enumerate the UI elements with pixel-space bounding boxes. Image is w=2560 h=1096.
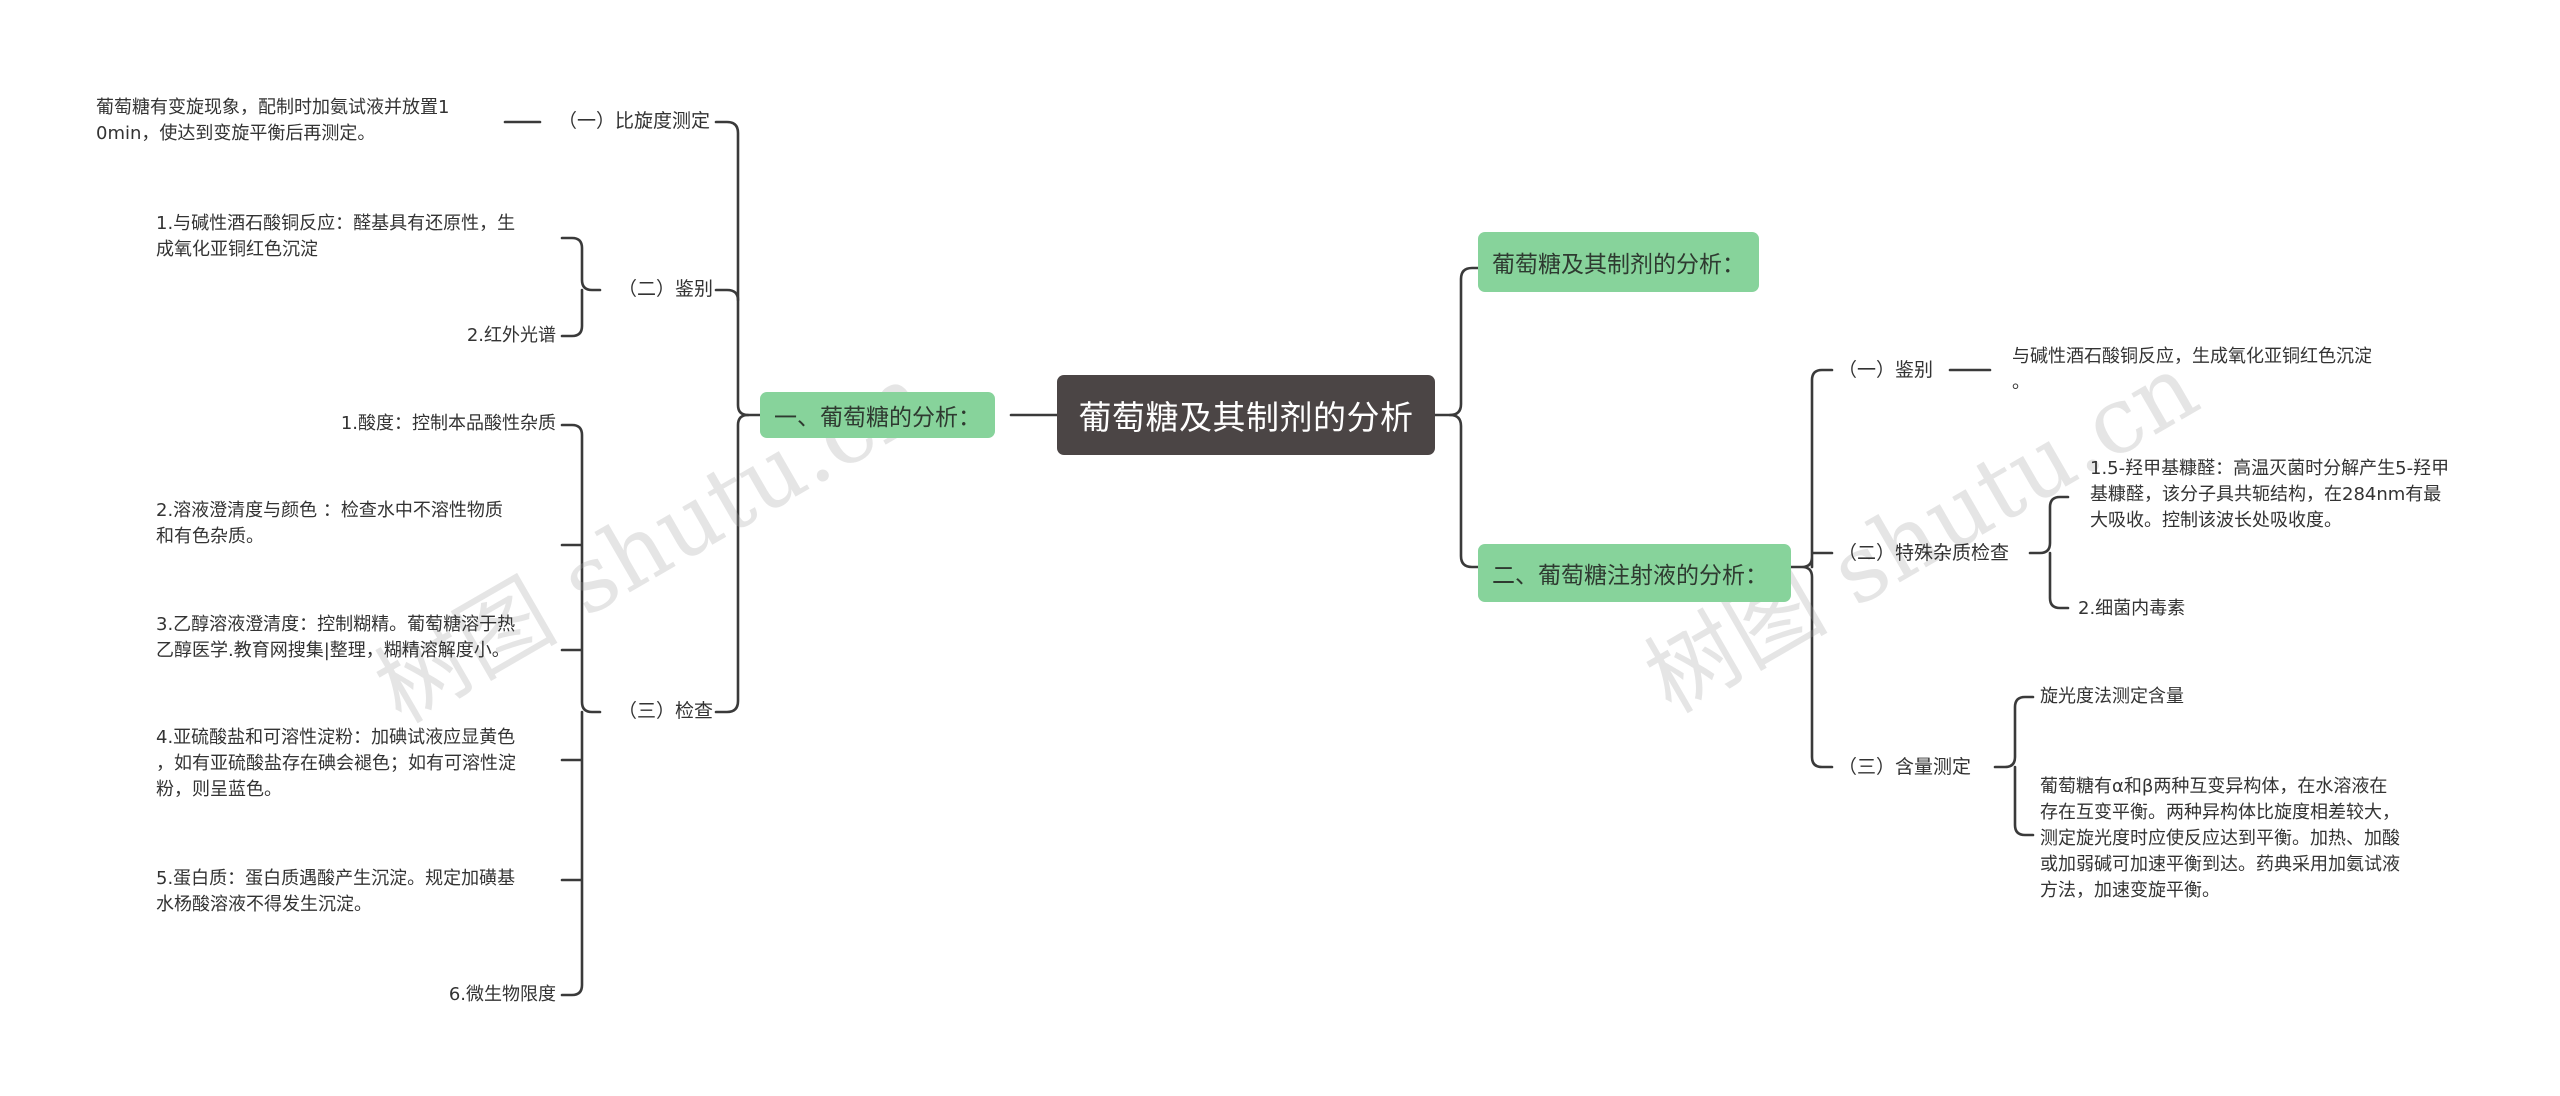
right-leaf-mutarotation: 葡萄糖有α和β两种互变异构体，在水溶液在 存在互变平衡。两种异构体比旋度相差较大…	[2040, 774, 2480, 904]
right-top-node[interactable]: 葡萄糖及其制剂的分析：	[1478, 232, 1759, 292]
left-leaf-clarity: 2.溶液澄清度与颜色 ：检查水中不溶性物质 和有色杂质。	[156, 498, 556, 550]
leaf-line: 4.亚硫酸盐和可溶性淀粉：加碘试液应显黄色	[156, 727, 516, 748]
leaf-line: 与碱性酒石酸铜反应，生成氧化亚铜红色沉淀	[2012, 346, 2372, 367]
leaf-line: 0min，使达到变旋平衡后再测定。	[96, 123, 376, 144]
right-leaf-copper: 与碱性酒石酸铜反应，生成氧化亚铜红色沉淀 。	[2012, 344, 2452, 396]
connector-right-s2	[2028, 495, 2070, 610]
right-sub-assay[interactable]: （三）含量测定	[1838, 756, 1972, 778]
left-sub-check[interactable]: （三）检查	[618, 700, 714, 722]
right-sub-identify[interactable]: （一）鉴别	[1838, 359, 1934, 381]
leaf-line: 5.蛋白质：蛋白质遇酸产生沉淀。规定加磺基	[156, 868, 516, 889]
root-node[interactable]: 葡萄糖及其制剂的分析	[1057, 375, 1435, 455]
leaf-line: 或加弱碱可加速平衡到达。药典采用加氨试液	[2040, 854, 2400, 875]
leaf-line: 1.5-羟甲基糠醛：高温灭菌时分解产生5-羟甲	[2090, 458, 2450, 479]
connector-left-trunk-bot	[714, 413, 750, 714]
leaf-line: 葡萄糖有α和β两种互变异构体，在水溶液在	[2040, 776, 2388, 797]
left-leaf-microbe: 6.微生物限度	[448, 984, 556, 1005]
leaf-line: 水杨酸溶液不得发生沉淀。	[156, 894, 372, 915]
connector-left-s3	[560, 423, 602, 997]
left-leaf-protein: 5.蛋白质：蛋白质遇酸产生沉淀。规定加磺基 水杨酸溶液不得发生沉淀。	[156, 866, 556, 918]
leaf-line: 葡萄糖有变旋现象，配制时加氨试液并放置1	[96, 97, 450, 118]
right-leaf-endotoxin: 2.细菌内毒素	[2078, 598, 2186, 619]
connector-root-right	[1433, 266, 1480, 417]
leaf-line: 测定旋光度时应使反应达到平衡。加热、加酸	[2040, 828, 2400, 849]
leaf-line: 基糠醛，该分子具共轭结构，在284nm有最	[2090, 484, 2442, 505]
connector-right-trunk	[1789, 368, 1834, 769]
right-leaf-hmf: 1.5-羟甲基糠醛：高温灭菌时分解产生5-羟甲 基糠醛，该分子具共轭结构，在28…	[2090, 456, 2530, 534]
leaf-line: 。	[2012, 372, 2030, 393]
leaf-line: 粉，则呈蓝色。	[156, 779, 282, 800]
left-leaf-sulfite: 4.亚硫酸盐和可溶性淀粉：加碘试液应显黄色 ，如有亚硫酸盐存在碘会褪色；如有可溶…	[156, 725, 556, 803]
left-leaf-acidity: 1.酸度：控制本品酸性杂质	[340, 413, 556, 434]
left-sub-identify[interactable]: （二）鉴别	[618, 278, 714, 300]
leaf-line: ，如有亚硫酸盐存在碘会褪色；如有可溶性淀	[156, 753, 516, 774]
leaf-line: 2.溶液澄清度与颜色 ：检查水中不溶性物质	[156, 500, 503, 521]
left-sub-rotation[interactable]: （一）比旋度测定	[558, 110, 711, 132]
left-leaf-ethanol: 3.乙醇溶液澄清度：控制糊精。葡萄糖溶于热 乙醇医学.教育网搜集|整理，糊精溶解…	[156, 612, 556, 664]
left-branch-node[interactable]: 一、葡萄糖的分析：	[760, 392, 995, 438]
connector-left-s2	[560, 236, 602, 338]
left-leaf-ir: 2.红外光谱	[466, 325, 556, 346]
connector-right-s3	[1993, 695, 2035, 837]
leaf-line: 1.与碱性酒石酸铜反应：醛基具有还原性，生	[156, 213, 516, 234]
right-sub-impurity[interactable]: （二）特殊杂质检查	[1838, 542, 2010, 564]
right-branch-node[interactable]: 二、葡萄糖注射液的分析：	[1478, 544, 1791, 602]
leaf-line: 存在互变平衡。两种异构体比旋度相差较大，	[2040, 802, 2400, 823]
leaf-line: 大吸收。控制该波长处吸收度。	[2090, 510, 2342, 531]
left-leaf-rotation: 葡萄糖有变旋现象，配制时加氨试液并放置1 0min，使达到变旋平衡后再测定。	[96, 95, 496, 147]
leaf-line: 乙醇医学.教育网搜集|整理，糊精溶解度小。	[156, 640, 510, 661]
connector-left-trunk-top	[714, 120, 762, 417]
leaf-line: 3.乙醇溶液澄清度：控制糊精。葡萄糖溶于热	[156, 614, 516, 635]
leaf-line: 方法，加速变旋平衡。	[2040, 880, 2220, 901]
connector-left-trunk-mid	[714, 288, 740, 302]
left-leaf-copper: 1.与碱性酒石酸铜反应：醛基具有还原性，生 成氧化亚铜红色沉淀	[156, 211, 556, 263]
right-leaf-polarimetry: 旋光度法测定含量	[2040, 686, 2184, 707]
leaf-line: 成氧化亚铜红色沉淀	[156, 239, 318, 260]
leaf-line: 和有色杂质。	[156, 526, 264, 547]
connector-root-right-lower	[1448, 413, 1480, 569]
